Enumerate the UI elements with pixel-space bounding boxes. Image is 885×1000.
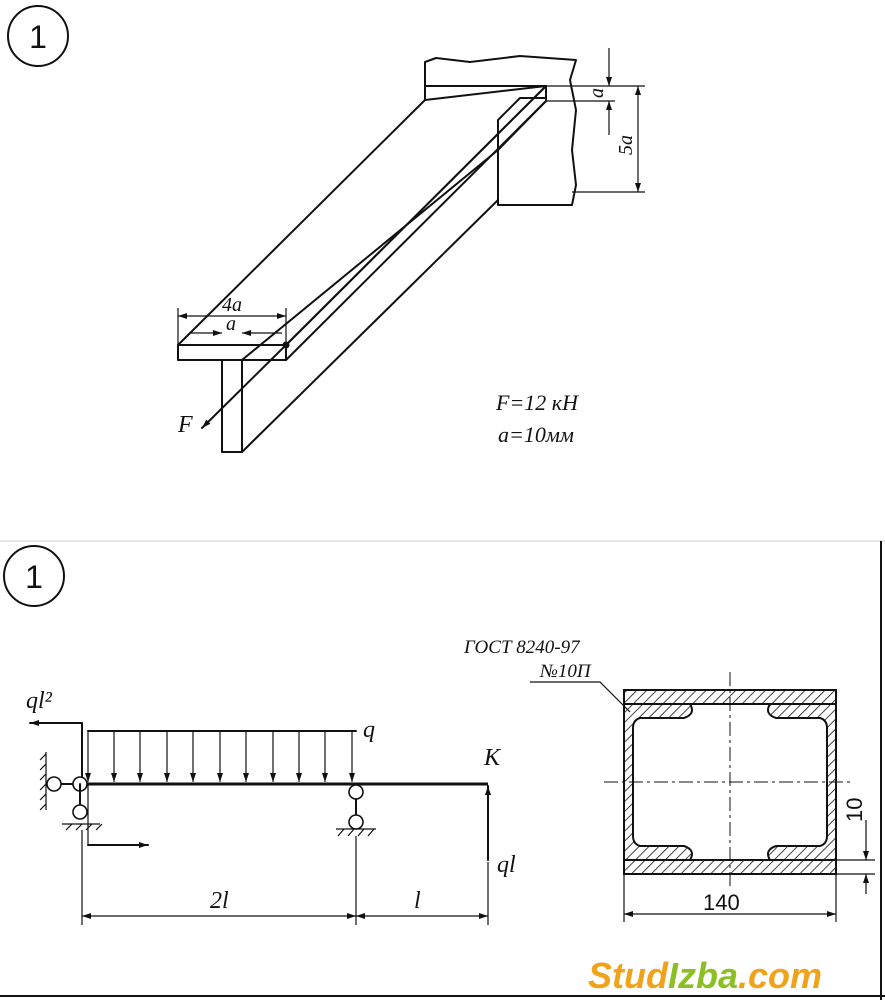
moment-label: ql² bbox=[26, 688, 53, 714]
middle-support bbox=[336, 784, 376, 837]
dim-height-5a: 5a bbox=[615, 135, 637, 155]
profile-label: №10П bbox=[539, 661, 592, 682]
standard-label: ГОСТ 8240-97 bbox=[463, 637, 581, 658]
problem-2-badge-circle bbox=[3, 545, 65, 607]
load-q-label: q bbox=[363, 717, 375, 743]
left-support bbox=[39, 752, 149, 848]
logo-part-stud: Stud bbox=[588, 955, 669, 996]
logo-part-com: .com bbox=[738, 955, 822, 996]
dim-web-a: a bbox=[226, 313, 236, 335]
given-force: F=12 кН bbox=[495, 390, 579, 415]
dim-gap-10: 10 bbox=[842, 798, 867, 822]
logo-part-izba: Izba bbox=[668, 955, 738, 996]
span-2l-label: 2l bbox=[210, 888, 229, 914]
problem-1-badge-circle bbox=[7, 5, 69, 67]
dim-width-140: 140 bbox=[703, 890, 740, 915]
flange-side-face bbox=[285, 85, 547, 361]
span-l-label: l bbox=[414, 888, 421, 914]
dim-width-4a: 4a bbox=[222, 294, 242, 316]
force-f-label: F bbox=[177, 412, 193, 438]
problem-1-figure: 1 F 4a a a 5a F bbox=[7, 5, 645, 453]
problem-2-badge: 1 bbox=[25, 559, 43, 595]
problem-2-figure: 1 q ql² bbox=[3, 545, 875, 925]
distributed-load bbox=[85, 730, 357, 782]
moment-arrow bbox=[29, 720, 83, 785]
problem-1-badge: 1 bbox=[29, 19, 47, 55]
point-k-label: K bbox=[483, 745, 502, 771]
cross-section bbox=[604, 672, 852, 890]
force-ql-label: ql bbox=[497, 852, 516, 878]
given-a: a=10мм bbox=[498, 422, 574, 447]
dim-flange-a: a bbox=[586, 88, 608, 98]
force-f-arrow bbox=[201, 344, 287, 429]
logo-text: StudIzba.com bbox=[588, 955, 822, 996]
flange-front-face bbox=[177, 344, 287, 361]
web-side bbox=[241, 149, 499, 453]
studizba-logo: StudIzba.com bbox=[588, 955, 822, 996]
